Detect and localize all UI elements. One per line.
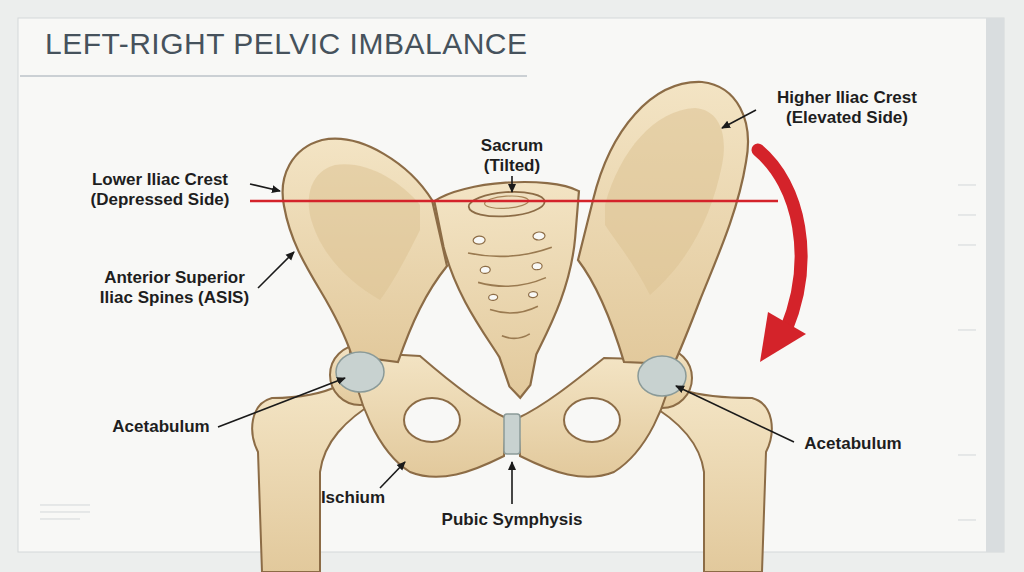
- title-rule: [20, 75, 527, 77]
- tilt-arrow-head: [760, 312, 806, 362]
- panel: [18, 18, 1004, 552]
- level-line: [250, 200, 778, 203]
- leader-lines: [218, 110, 794, 504]
- part-label: Lower Iliac Crest (Depressed Side): [80, 170, 240, 210]
- part-label: Pubic Symphysis: [427, 510, 597, 530]
- sacrum: [433, 178, 593, 403]
- cartilage: [336, 352, 686, 454]
- tilt-arrow: [758, 150, 801, 330]
- part-label: Acetabulum: [798, 434, 908, 454]
- side-bar: [986, 18, 1004, 552]
- diagram-title: LEFT-RIGHT PELVIC IMBALANCE: [45, 27, 528, 61]
- part-label: Acetabulum: [106, 417, 216, 437]
- part-label: Ischium: [318, 488, 388, 508]
- part-label: Sacrum (Tilted): [472, 136, 552, 176]
- part-label: Anterior Superior Iliac Spines (ASIS): [92, 268, 257, 308]
- part-label: Higher Iliac Crest (Elevated Side): [762, 88, 932, 128]
